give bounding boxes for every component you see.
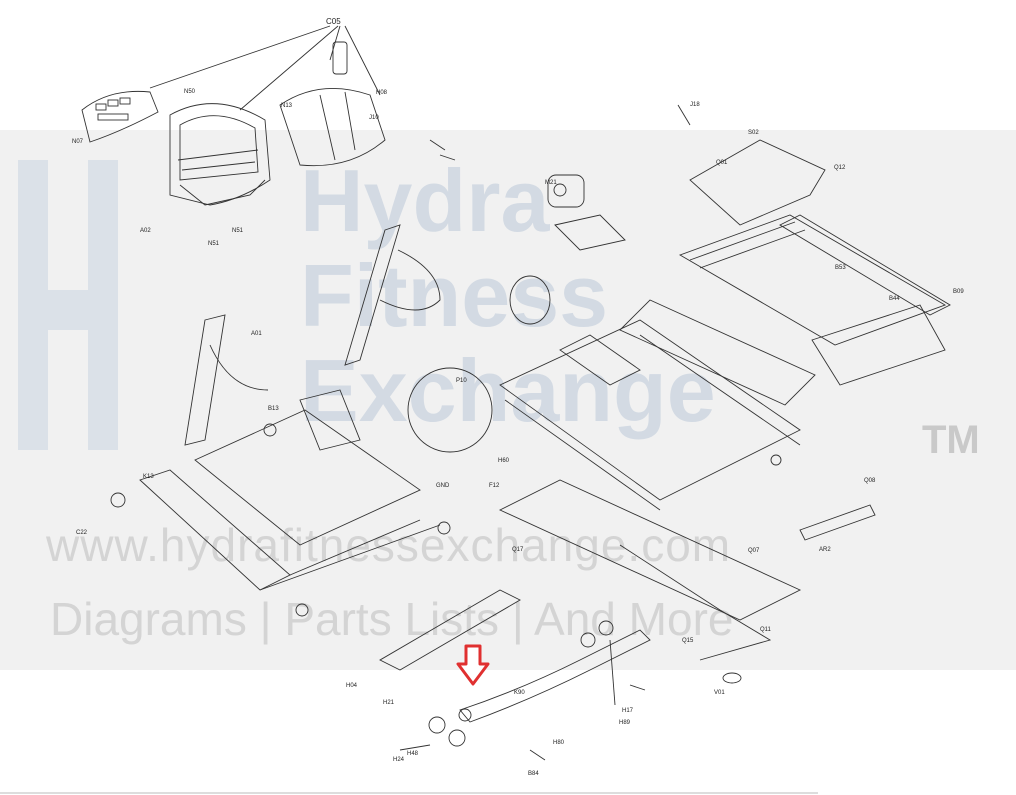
callout-j18: J18	[690, 102, 700, 108]
callout-h24: H24	[393, 757, 405, 763]
callout-h60: H60	[498, 458, 510, 464]
callout-n50: N50	[184, 89, 196, 95]
callout-a02: A02	[140, 228, 151, 234]
console-back-cover	[279, 87, 386, 167]
callout-j10: J10	[369, 115, 379, 121]
running-deck	[678, 214, 947, 346]
callout-n13: N13	[281, 103, 293, 109]
wiring-detail-circle	[407, 367, 493, 453]
callout-c05: C05	[326, 17, 341, 26]
base-frame	[139, 389, 441, 591]
callout-b53: B53	[835, 265, 846, 271]
watermark-url: www.hydrafitnessexchange.com	[46, 519, 732, 571]
incline-frame	[379, 589, 651, 723]
callout-f12: F12	[489, 483, 500, 489]
callout-p10: P10	[456, 378, 467, 384]
callout-b09: B09	[953, 289, 964, 295]
right-upright	[344, 224, 441, 366]
callout-v01: V01	[714, 690, 725, 696]
callout-q12: Q12	[834, 165, 846, 171]
watermark-band	[0, 130, 1016, 670]
lower-deck-plate	[498, 479, 802, 621]
watermark-brand-line2: Fitness	[300, 246, 609, 345]
callout-k90: K90	[514, 690, 525, 696]
rear-deck-section	[811, 304, 946, 386]
watermark-logo-icon	[18, 160, 118, 450]
callout-q17: Q17	[512, 547, 524, 553]
callout-q07: Q07	[748, 548, 760, 554]
callout-q08: Q08	[864, 478, 876, 484]
callout-h80: H80	[553, 740, 565, 746]
deck-frame	[499, 319, 801, 511]
wheel-icon	[110, 492, 126, 508]
callout-q01: Q01	[716, 160, 728, 166]
watermark-tagline: Diagrams | Parts Lists | And More	[50, 593, 734, 645]
motor-hood	[689, 139, 826, 226]
drive-belt	[509, 275, 551, 325]
callout-n07: N07	[72, 139, 84, 145]
callout-h08: H08	[376, 90, 388, 96]
callout-q15: Q15	[682, 638, 694, 644]
callout-m21: M21	[545, 180, 557, 186]
callout-s02: S02	[748, 130, 759, 136]
callout-h89: H89	[619, 720, 631, 726]
console-frame	[169, 103, 271, 206]
side-rail-right	[779, 214, 951, 316]
callout-b44: B44	[889, 296, 900, 302]
side-rail-left	[619, 299, 816, 406]
callout-n51-b: N51	[208, 241, 220, 247]
controller-board	[554, 214, 626, 251]
callout-a01: A01	[251, 331, 262, 337]
console-display	[81, 90, 159, 143]
rear-roller	[799, 504, 876, 541]
callout-b84: B84	[528, 771, 539, 777]
callout-n51-a: N51	[232, 228, 244, 234]
callout-gnd: GND	[436, 483, 450, 489]
callout-c22: C22	[76, 530, 88, 536]
highlight-arrow-icon	[456, 644, 490, 686]
callout-b13: B13	[268, 406, 279, 412]
callout-h17: H17	[622, 708, 634, 714]
callout-q11: Q11	[760, 627, 771, 633]
callout-h21: H21	[383, 700, 395, 706]
callout-h04: H04	[346, 683, 358, 689]
watermark-brand-line1: Hydra	[300, 151, 550, 250]
left-upright	[184, 314, 269, 446]
callout-h48: H48	[407, 751, 419, 757]
callout-ar2: AR2	[819, 547, 831, 553]
watermark-trademark: TM	[922, 418, 980, 462]
callout-k13: K13	[143, 474, 154, 480]
water-bottle-icon	[332, 41, 348, 75]
drive-motor	[547, 174, 585, 208]
